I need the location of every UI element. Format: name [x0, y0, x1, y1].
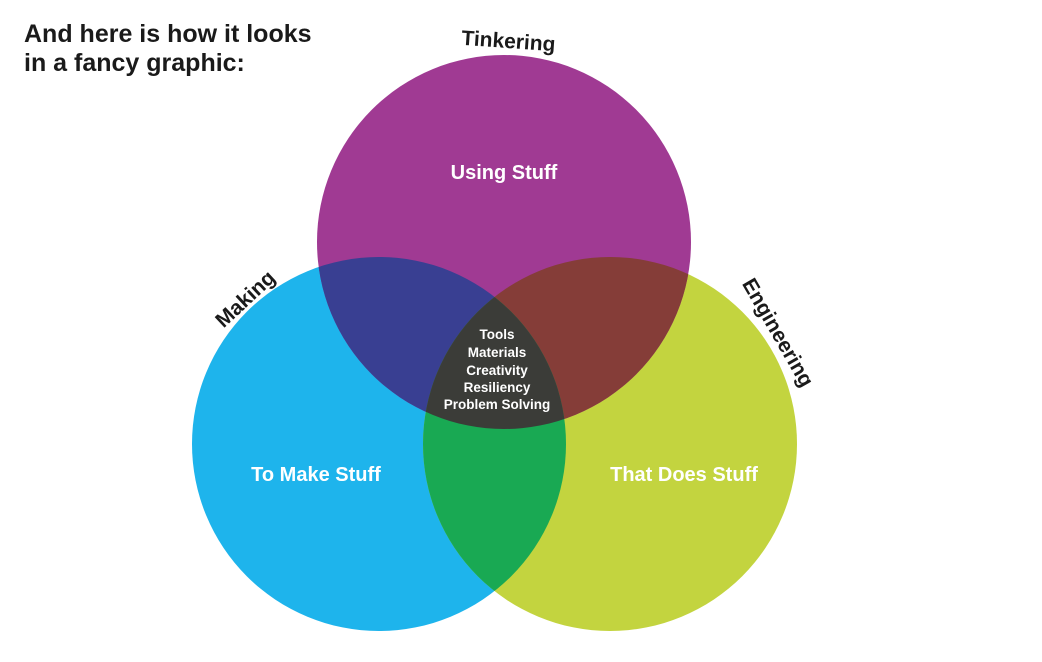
heading-line-1: And here is how it looks: [24, 20, 312, 48]
center-item: Materials: [468, 345, 527, 360]
region-label-tinkering: Using Stuff: [451, 162, 558, 184]
heading-line-2: in a fancy graphic:: [24, 49, 245, 77]
center-item: Creativity: [466, 363, 528, 378]
region-label-engineering: That Does Stuff: [610, 464, 758, 486]
set-label-tinkering: Tinkering: [461, 27, 557, 57]
heading: And here is how it looks in a fancy grap…: [24, 20, 312, 78]
center-item: Tools: [480, 327, 515, 342]
center-item: Problem Solving: [444, 397, 551, 412]
overlap-center: [423, 257, 566, 429]
center-item: Resiliency: [464, 380, 531, 395]
region-label-making: To Make Stuff: [251, 464, 381, 486]
